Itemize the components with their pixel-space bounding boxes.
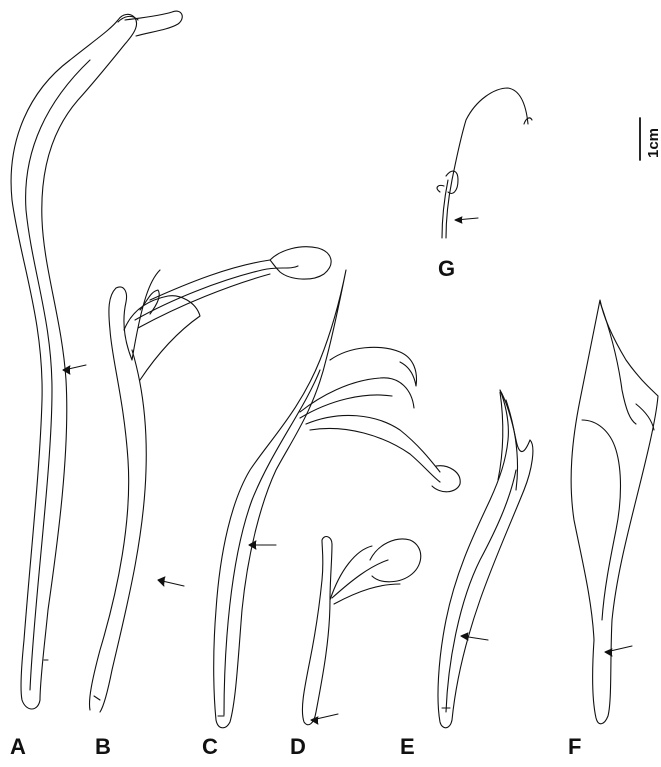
specimen-g-arrow: [455, 217, 478, 223]
panel-label-g: G: [438, 258, 455, 280]
specimen-e: [438, 390, 533, 728]
specimen-f-outline: [571, 300, 658, 724]
specimen-f-fold: [636, 404, 654, 430]
specimen-c-petal-4: [310, 428, 440, 482]
specimen-d-outline: [302, 537, 332, 725]
panel-label-d: D: [290, 736, 306, 758]
specimen-c-arrow: [249, 541, 276, 549]
specimen-b-stem-right: [100, 350, 146, 712]
specimen-f: [571, 300, 658, 724]
specimen-f-inner-petal-2: [600, 302, 636, 424]
panel-label-c: C: [202, 736, 218, 758]
specimen-e-outline: [438, 390, 533, 728]
panel-label-a: A: [10, 736, 26, 758]
specimen-f-arrow: [605, 646, 632, 656]
specimen-b: [89, 247, 331, 712]
panel-label-e: E: [400, 736, 415, 758]
specimen-b-stigma: [270, 247, 331, 279]
specimen-e-midline: [446, 470, 516, 712]
specimen-b-tick: [94, 696, 100, 700]
specimen-g-stem: [446, 88, 528, 238]
specimen-a-midline: [26, 60, 90, 690]
specimen-c-petal-1: [300, 378, 414, 412]
specimen-b-arrow: [158, 577, 184, 586]
panel-label-f: F: [568, 736, 581, 758]
specimen-e-arrow: [461, 633, 488, 640]
scale-bar-label: 1cm: [645, 128, 661, 158]
specimen-a-outline: [11, 14, 136, 709]
specimen-b-stem: [89, 270, 160, 710]
specimen-d-stigma: [370, 539, 421, 582]
specimen-g-leaf: [437, 185, 444, 192]
specimen-c-outline: [214, 270, 346, 728]
specimen-g: [437, 88, 532, 238]
specimen-a-arrow: [63, 365, 86, 374]
specimen-c-curl: [330, 347, 416, 386]
specimen-a: [11, 11, 182, 709]
specimen-c: [214, 270, 461, 728]
specimen-d: [302, 537, 420, 725]
specimen-d-bract: [330, 546, 372, 600]
panel-label-b: B: [95, 736, 111, 758]
